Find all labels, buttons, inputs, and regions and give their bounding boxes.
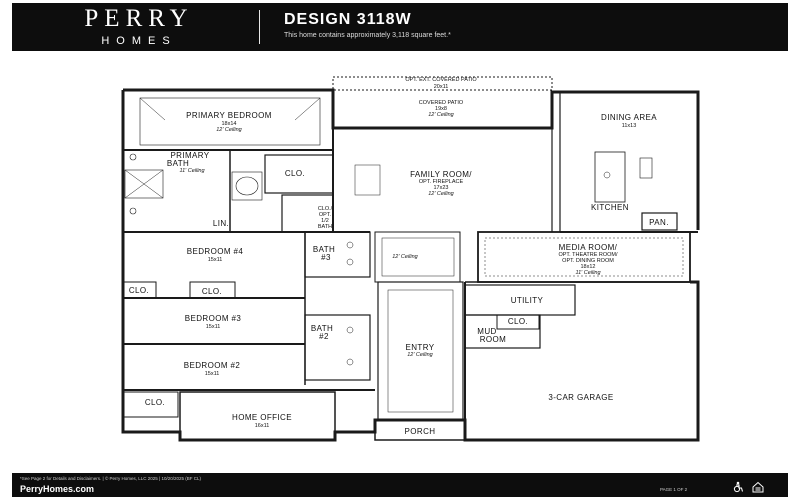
bedroom2-label: BEDROOM #2 <box>184 361 241 370</box>
mud-room-label-2: ROOM <box>480 335 507 344</box>
mud-room-label-1: MUD <box>477 327 496 336</box>
dining-area-dims: 11x13 <box>622 123 637 129</box>
family-room-label: FAMILY ROOM/ <box>410 170 472 179</box>
primary-bedroom-label: PRIMARY BEDROOM <box>186 111 272 120</box>
bath2-label-2: #2 <box>319 332 329 341</box>
clo-opt-bath-1: CLO./ <box>318 206 333 212</box>
covered-patio-dims: 19x8 <box>435 106 447 112</box>
media-room-label-3: OPT. DINING ROOM <box>562 258 614 264</box>
bedroom4-closet-b-label: CLO. <box>202 287 222 296</box>
entry-label: ENTRY <box>406 343 435 352</box>
utility-label: UTILITY <box>511 296 544 305</box>
primary-bath-label-1: PRIMARY <box>170 151 209 160</box>
porch-label: PORCH <box>405 427 436 436</box>
brand-name: PERRY <box>84 5 194 32</box>
media-room-ceiling: 11' Ceiling <box>575 270 601 276</box>
brand-logo: PERRY HOMES <box>34 6 244 48</box>
clo-opt-bath-3: 1/2 <box>321 218 329 224</box>
dining-area-label: DINING AREA <box>601 113 657 122</box>
primary-bedroom-ceiling: 12' Ceiling <box>216 127 242 133</box>
opt-patio-label: OPT. EXT. COVERED PATIO <box>405 77 477 83</box>
media-room-dims: 18x12 <box>581 264 596 270</box>
family-room-ceiling: 12' Ceiling <box>428 191 454 197</box>
entry-ceiling: 12' Ceiling <box>407 352 433 358</box>
primary-closet-label: CLO. <box>285 169 305 178</box>
bedroom2-dims: 15x11 <box>205 371 220 377</box>
covered-patio-label: COVERED PATIO <box>419 100 464 106</box>
mud-closet-label: CLO. <box>508 317 528 326</box>
clo-opt-bath-2: OPT. <box>319 212 332 218</box>
media-room-label-2: OPT. THEATRE ROOM/ <box>558 252 618 258</box>
brand-sub: HOMES <box>101 35 177 47</box>
linen-label: LIN. <box>213 219 229 228</box>
primary-bedroom-dims: 18x14 <box>222 121 237 127</box>
header-bar: PERRY HOMES DESIGN 3118W This home conta… <box>12 3 788 51</box>
gallery-ceiling: 12' Ceiling <box>392 254 418 260</box>
footer-disclaimer: *See Page 2 for Details and Disclaimers.… <box>20 476 201 481</box>
family-room-label-2: OPT. FIREPLACE <box>419 179 464 185</box>
bedroom3-label: BEDROOM #3 <box>185 314 242 323</box>
primary-bath-label-2: BATH <box>167 159 189 168</box>
clo-opt-bath-4: BATH <box>318 224 332 230</box>
family-room-dims: 17x23 <box>434 185 449 191</box>
opt-patio-dims: 20x11 <box>434 84 449 90</box>
home-office-dims: 16x11 <box>255 423 270 429</box>
bedroom4-dims: 15x11 <box>208 257 223 263</box>
bedroom3-dims: 15x11 <box>206 324 221 330</box>
header-divider <box>259 10 260 44</box>
bath3-label-2: #3 <box>321 253 331 262</box>
bedroom4-label: BEDROOM #4 <box>187 247 244 256</box>
footer-bar: *See Page 2 for Details and Disclaimers.… <box>12 473 788 497</box>
page-number: PAGE 1 OF 2 <box>660 487 688 492</box>
bedroom4-closet-a-label: CLO. <box>129 286 149 295</box>
equal-housing-icon <box>752 481 764 493</box>
bedroom2-closet-label: CLO. <box>145 398 165 407</box>
accessibility-icon <box>733 481 744 493</box>
pantry-label: PAN. <box>649 218 669 227</box>
bath3-label-1: BATH <box>313 245 335 254</box>
media-room-label: MEDIA ROOM/ <box>559 243 618 252</box>
garage-label: 3-CAR GARAGE <box>548 393 613 402</box>
home-office-label: HOME OFFICE <box>232 413 292 422</box>
bath2-label-1: BATH <box>311 324 333 333</box>
kitchen-label: KITCHEN <box>591 203 629 212</box>
covered-patio-ceiling: 12' Ceiling <box>428 112 454 118</box>
design-title: DESIGN 3118W <box>284 11 412 28</box>
website-link[interactable]: PerryHomes.com <box>20 484 95 494</box>
design-subtitle: This home contains approximately 3,118 s… <box>284 32 451 39</box>
primary-bath-ceiling: 11' Ceiling <box>179 168 205 174</box>
